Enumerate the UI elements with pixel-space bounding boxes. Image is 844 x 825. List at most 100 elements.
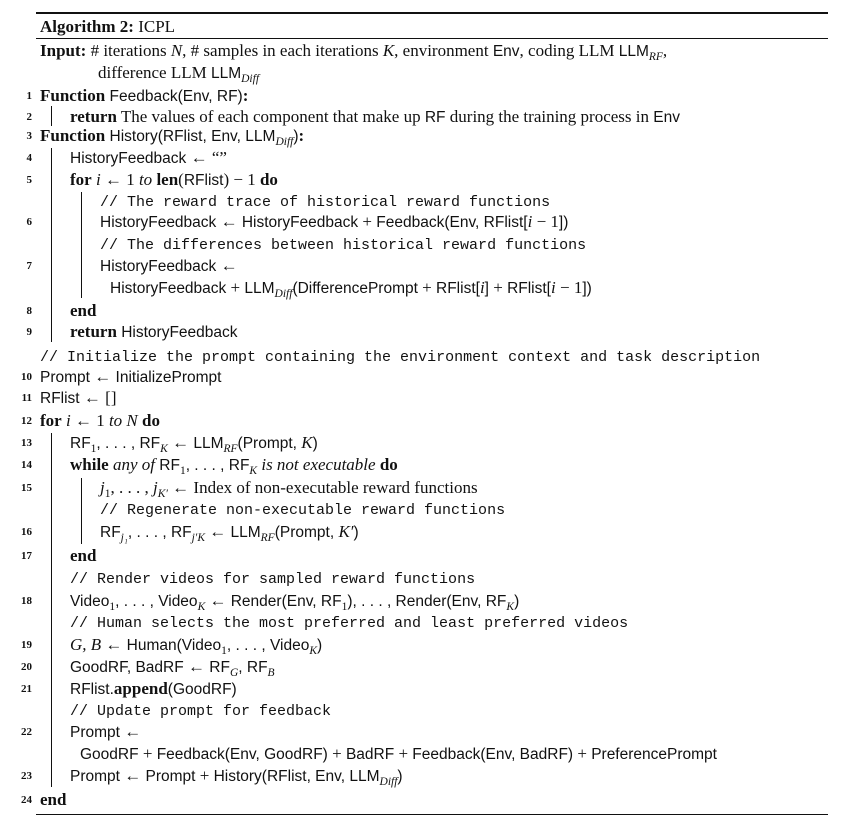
algorithm-text: K′	[157, 488, 168, 500]
algorithm-text: ])	[582, 280, 592, 297]
line-number: 11	[21, 392, 32, 404]
keyword: while	[70, 455, 109, 474]
algorithm-text: RF	[100, 524, 121, 541]
algorithm-line: HistoryFeedback ←	[100, 256, 238, 277]
algorithm-text: B	[267, 667, 275, 679]
algorithm-text: )	[514, 593, 520, 610]
algorithm-text: j	[100, 478, 105, 497]
algorithm-text: , . . . , RF	[185, 457, 250, 474]
algorithm-text: 1	[179, 465, 186, 477]
algorithm-text: K	[249, 465, 258, 477]
line-number: 2	[26, 111, 33, 123]
keyword: end	[70, 546, 97, 565]
algorithm-text: G	[229, 667, 239, 679]
algorithm-text: ←	[220, 212, 242, 231]
algorithm-text: ← 1	[100, 170, 139, 189]
comment-text: // Render videos for sampled reward func…	[70, 571, 476, 588]
line-number: 14	[21, 459, 32, 471]
algorithm-line: RF1, . . . , RFK ← LLMRF(Prompt, K)	[70, 433, 318, 459]
algorithm-text: 1	[221, 645, 227, 657]
algorithm-line: for i ← 1 to len(RFlist) − 1 do	[70, 170, 278, 191]
algorithm-text: 1	[90, 443, 97, 455]
algorithm-text: to	[138, 170, 153, 189]
algorithm-text: Feedback(Env, RF)	[105, 88, 243, 105]
keyword: for	[40, 411, 62, 430]
comment-text: // The differences between historical re…	[100, 237, 587, 254]
algorithm-line: // The reward trace of historical reward…	[100, 191, 550, 213]
keyword: end	[40, 790, 67, 809]
algorithm-text: HistoryFeedback	[100, 214, 221, 231]
algorithm-text: i	[65, 411, 71, 430]
algorithm-line: Prompt ← InitializePrompt	[40, 367, 221, 388]
algorithm-line: Prompt ← Prompt + History(RFlist, Env, L…	[70, 766, 403, 792]
algorithm-text: i	[551, 278, 556, 297]
algorithm-line: while any of RF1, . . . , RFK is not exe…	[70, 455, 398, 481]
line-number: 15	[21, 482, 32, 494]
algorithm-text: ← Index of non-executable reward functio…	[167, 478, 478, 497]
algorithm-line: // Render videos for sampled reward func…	[70, 568, 475, 590]
algorithm-line: Function Feedback(Env, RF):	[40, 86, 248, 107]
algorithm-text: (DifferencePrompt	[292, 280, 418, 297]
comment-text: // Regenerate non-executable reward func…	[100, 502, 506, 519]
algorithm-line: // Initialize the prompt containing the …	[40, 346, 760, 368]
algorithm-text: Prompt	[145, 768, 196, 785]
algorithm-text: N	[170, 41, 183, 60]
algorithm-text: RF	[159, 457, 180, 474]
algorithm-line: j1, . . . , jK′ ← Index of non-executabl…	[100, 478, 478, 504]
algorithm-text: Render(Env, RF	[230, 593, 342, 610]
algorithm-text: , . . . ,	[110, 478, 153, 497]
comment-text: // Human selects the most preferred and …	[70, 615, 629, 632]
algorithm-line: end	[40, 790, 66, 810]
algorithm-line: Function History(RFlist, Env, LLMDiff):	[40, 126, 304, 152]
algorithm-text: (Prompt,	[274, 524, 339, 541]
algorithm-text: )	[317, 637, 323, 654]
algorithm-text: ICPL	[133, 17, 176, 36]
algorithm-input-continued: difference LLM LLMDiff	[98, 63, 259, 89]
algorithm-text: RF	[70, 435, 91, 452]
algorithm-text: Feedback(Env, RFlist[	[376, 214, 528, 231]
algorithm-text: is not executable	[261, 455, 376, 474]
algorithm-text: LLM	[210, 65, 242, 82]
algorithm-text: difference LLM	[98, 63, 211, 82]
algorithm-text: , . . . , RF	[96, 435, 161, 452]
algorithm-line: HistoryFeedback ← HistoryFeedback + Feed…	[100, 212, 568, 233]
algorithm-text: Video	[70, 593, 110, 610]
algorithm-text: ←	[124, 722, 142, 741]
keyword: do	[379, 455, 398, 474]
algorithm-text: (Prompt,	[237, 435, 302, 452]
algorithm-text: Diff	[274, 288, 293, 300]
algorithm-line: // Regenerate non-executable reward func…	[100, 499, 505, 521]
line-number: 19	[21, 639, 32, 651]
keyword: Function	[40, 86, 106, 105]
line-number: 18	[21, 595, 32, 607]
algorithm-text: any of	[112, 455, 156, 474]
keyword: :	[242, 86, 249, 105]
algorithm-text: PreferencePrompt	[591, 746, 717, 763]
algorithm-text: Diff	[241, 73, 260, 85]
main-for-body-bar	[51, 433, 52, 787]
algorithm-text: +	[226, 278, 245, 297]
algorithm-text: ←	[94, 367, 116, 386]
algorithm-line: RFlist ← []	[40, 388, 117, 409]
algorithm-text: RF	[223, 443, 238, 455]
algorithm-text: RFlist[	[507, 280, 551, 297]
algorithm-text: K	[506, 601, 515, 613]
algorithm-text: +	[195, 766, 214, 785]
keyword: do	[259, 170, 278, 189]
algorithm-text: ←	[220, 256, 238, 275]
algorithm-line: end	[70, 301, 96, 321]
line-number: 7	[26, 260, 33, 272]
algorithm-text: Diff	[275, 136, 294, 148]
algorithm-text: HistoryFeedback	[100, 258, 221, 275]
algorithm-text: )	[397, 768, 403, 785]
comment-text: // Initialize the prompt containing the …	[40, 349, 761, 366]
algorithm-text: HistoryFeedback	[110, 280, 227, 297]
algorithm-text: 1	[104, 488, 111, 500]
algorithm-text: j′K	[191, 532, 205, 544]
keyword: append	[113, 679, 168, 698]
algorithm-text: Feedback(Env, BadRF)	[412, 746, 574, 763]
algorithm-text: +	[358, 212, 377, 231]
algorithm-line: for i ← 1 to N do	[40, 411, 160, 431]
algorithm-input: Input: # iterations N, # samples in each…	[40, 41, 667, 67]
algorithm-text: Prompt	[40, 369, 95, 386]
